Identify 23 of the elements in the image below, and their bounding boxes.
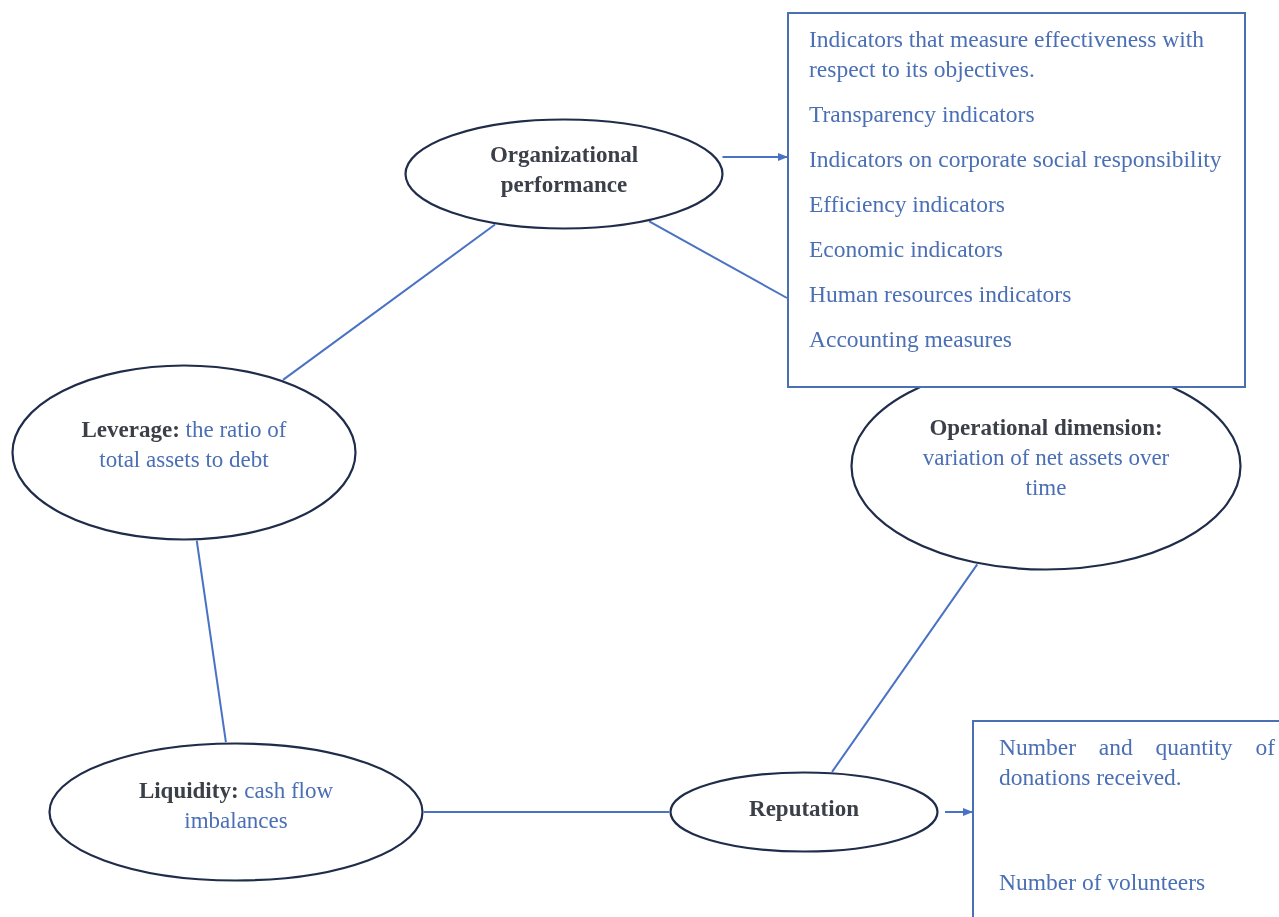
indicator-box xyxy=(972,720,1279,917)
connector-line xyxy=(195,539,227,744)
connector-line xyxy=(282,223,497,381)
indicator-text: Transparency indicators xyxy=(809,100,1036,129)
indicator-text: Efficiency indicators xyxy=(809,190,1006,219)
concept-label: Organizational performance xyxy=(488,140,640,199)
connector-line xyxy=(648,220,788,299)
indicator-text: Accounting measures xyxy=(809,325,1013,354)
arrow xyxy=(721,153,788,161)
concept-label: Liquidity: cash flow imbalances xyxy=(137,777,335,836)
indicator-text: Indicators on corporate social responsibility xyxy=(809,145,1223,174)
indicator-text: Number of volunteers xyxy=(999,868,1207,897)
indicator-text: Human resources indicators xyxy=(809,280,1073,309)
indicator-text: Number and quantity of donations received. xyxy=(999,733,1275,792)
indicator-text: Indicators that measure effectiveness with respect to its objectives. xyxy=(809,25,1205,84)
connector-line xyxy=(831,563,979,773)
connector-line xyxy=(423,811,670,813)
indicator-box xyxy=(787,12,1246,388)
arrow xyxy=(944,808,973,816)
indicator-text: Economic indicators xyxy=(809,235,1004,264)
concept-label: Operational dimension: variation of net assets over time xyxy=(921,413,1171,502)
concept-label: Leverage: the ratio of total assets to debt xyxy=(80,416,288,475)
concept-label: Reputation xyxy=(748,794,860,823)
